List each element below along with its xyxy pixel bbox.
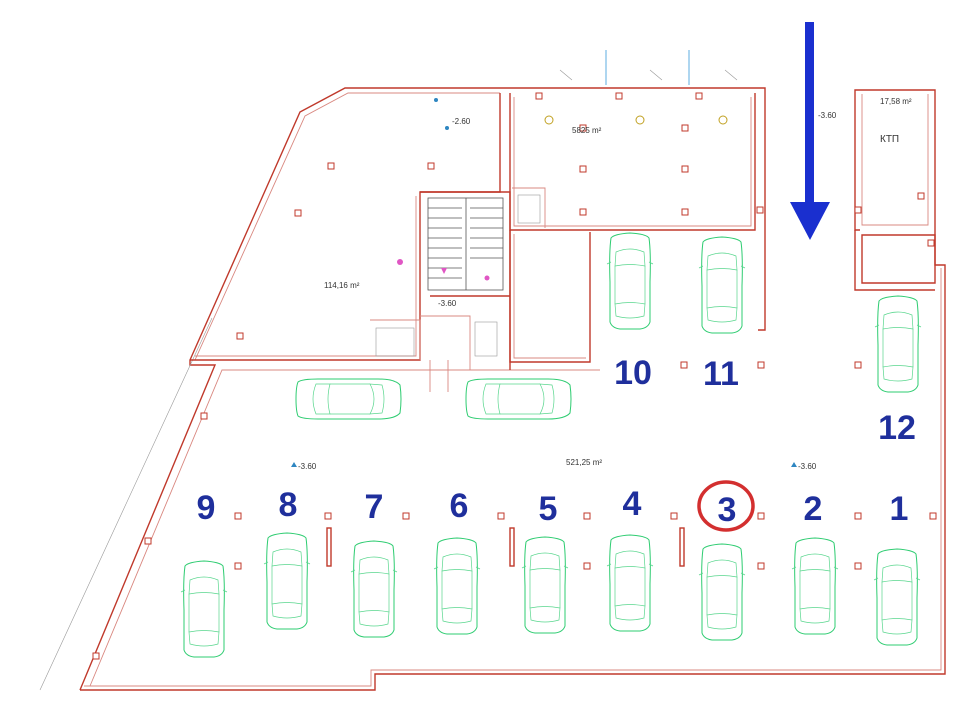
spot-number-10: 10 <box>614 354 652 392</box>
cars <box>180 232 922 658</box>
interior-walls <box>190 93 936 392</box>
car-spot-1 <box>873 548 921 646</box>
level-mark: -3.60 <box>438 299 457 308</box>
car-spot-7 <box>350 540 398 638</box>
fixtures <box>375 50 738 357</box>
car-spot-6 <box>433 537 481 635</box>
storage-area-label: 114,16 m² <box>324 281 360 290</box>
spot-number-6: 6 <box>450 487 469 525</box>
spot-number-12: 12 <box>878 409 916 447</box>
car-spot-9 <box>180 560 228 658</box>
car-top-center <box>465 378 572 420</box>
car-spot-8 <box>263 532 311 630</box>
car-spot-3 <box>698 543 746 641</box>
level-marks: -2.60 -3.60 -3.60 -3.60 -3.60 <box>291 111 837 471</box>
outer-walls <box>39 87 946 691</box>
spot-number-11: 11 <box>703 355 739 393</box>
level-mark: -2.60 <box>452 117 471 126</box>
columns <box>92 92 937 660</box>
spot-number-3: 3 <box>718 491 737 529</box>
garage-area-label: 521,25 m² <box>566 458 602 467</box>
car-top-left <box>295 378 402 420</box>
spot-numbers: 1 2 3 4 5 6 7 8 9 10 11 12 <box>197 354 916 529</box>
car-spot-10 <box>606 232 654 330</box>
spot-number-9: 9 <box>197 489 216 527</box>
level-mark: -3.60 <box>798 462 817 471</box>
area-labels: 521,25 m² 114,16 m² 5825 m² 17,58 m² КТП <box>324 97 912 467</box>
car-spot-4 <box>606 534 654 632</box>
car-spot-5 <box>521 536 569 634</box>
spot-number-7: 7 <box>365 488 384 526</box>
spot-number-1: 1 <box>890 490 909 528</box>
ktp-area-label: 17,58 m² <box>880 97 912 106</box>
spot-number-2: 2 <box>804 490 823 528</box>
car-spot-11 <box>698 236 746 334</box>
hall-area-label: 5825 m² <box>572 126 602 135</box>
car-spot-2 <box>791 537 839 635</box>
car-spot-12 <box>874 295 922 393</box>
level-mark: -3.60 <box>818 111 837 120</box>
highlight-circle <box>697 480 755 532</box>
level-mark: -3.60 <box>298 462 317 471</box>
spot-number-5: 5 <box>539 490 558 528</box>
spot-number-8: 8 <box>279 486 298 524</box>
spot-number-4: 4 <box>623 485 642 523</box>
ktp-room-label: КТП <box>880 134 899 145</box>
wall-piers <box>326 527 685 567</box>
entry-arrow-icon <box>790 22 830 240</box>
stairs <box>397 197 504 291</box>
